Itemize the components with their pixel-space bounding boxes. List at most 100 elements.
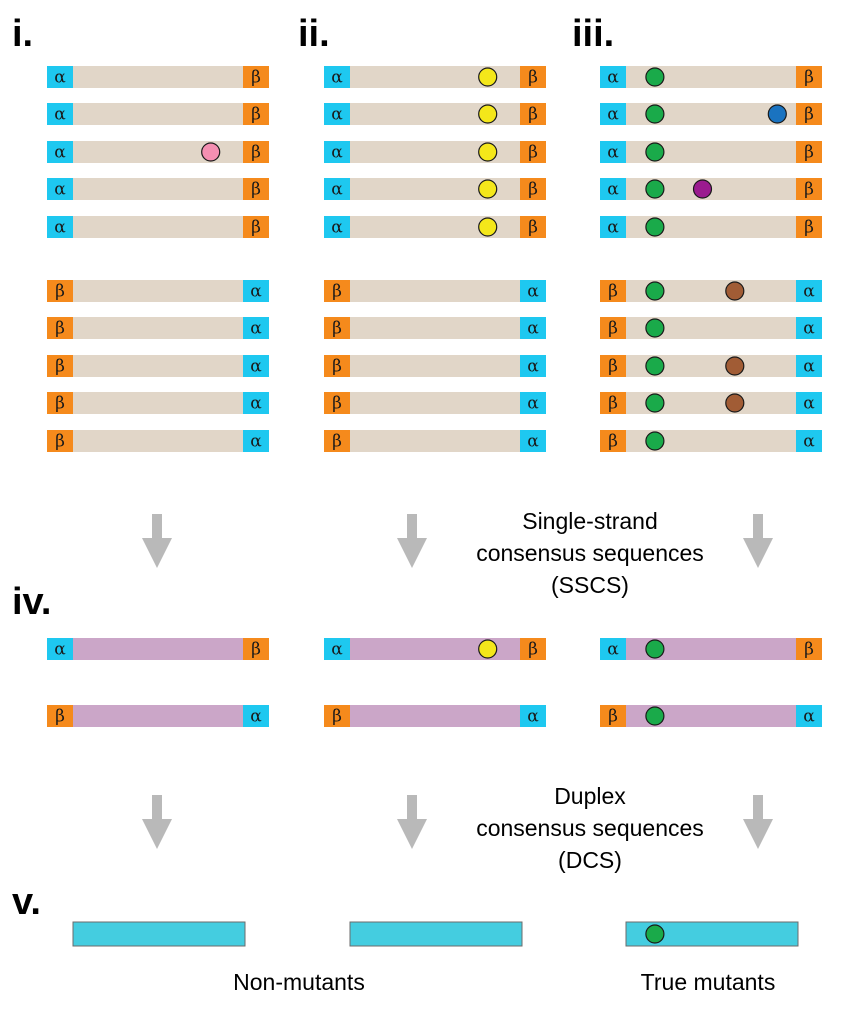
col-ii-bottom-read-3-beta-tag-left-text: β — [332, 357, 342, 377]
col-ii-top-read-2-alpha-tag-left-box — [324, 103, 350, 125]
col-i-top-read-1-body — [73, 66, 243, 88]
col-iii-top-read-2-beta-tag-right-box — [796, 103, 822, 125]
col-i-bottom-read-3-body — [73, 355, 243, 377]
col-ii-top-read-5-alpha-tag-left: α — [324, 216, 350, 238]
col-iii-top-read-2-beta-tag-right: β — [796, 103, 822, 125]
col-ii-sscs-top-alpha-tag-left-box — [324, 638, 350, 660]
col-i-top-read-2-beta-tag-right-box — [243, 103, 269, 125]
col-ii-bottom-read-1-beta-tag-left-box — [324, 280, 350, 302]
col-ii-top-read-1-beta-tag-right-text: β — [528, 68, 538, 88]
col-iii-top-read-4-alpha-tag-left-box — [600, 178, 626, 200]
col-i-bottom-read-1-beta-tag-left: β — [47, 280, 73, 302]
col-iii-sscs-top-beta-tag-right-text: β — [804, 640, 814, 660]
col-ii-top-read-4-mutation-1 — [478, 179, 498, 199]
col-i-top-read-3-beta-tag-right-text: β — [251, 143, 261, 163]
col-ii-top-read-1-alpha-tag-left-text: α — [331, 68, 343, 88]
col-i-bottom-read-5-alpha-tag-right-box — [243, 430, 269, 452]
panel-label-4: iv. — [12, 581, 51, 623]
col-i-sscs-bottom-beta-tag-left: β — [47, 705, 73, 727]
col-ii-sscs-top-alpha-tag-left-text: α — [331, 640, 343, 660]
col-iii-top-read-5-body — [626, 216, 796, 238]
col-ii-bottom-read-4-alpha-tag-right-box — [520, 392, 546, 414]
col-iii-bottom-read-1-beta-tag-left: β — [600, 280, 626, 302]
col-ii-bottom-read-4-alpha-tag-right-text: α — [527, 394, 539, 414]
col-iii-bottom-read-1-beta-tag-left-text: β — [608, 282, 618, 302]
col-i-bottom-read-1-alpha-tag-right: α — [243, 280, 269, 302]
col-ii-top-read-4-beta-tag-right-text: β — [528, 180, 538, 200]
col-ii-top-read-4-alpha-tag-left-text: α — [331, 180, 343, 200]
col-ii-top-read-4-alpha-tag-left-box — [324, 178, 350, 200]
col-ii-top-read-3-beta-tag-right: β — [520, 141, 546, 163]
col-iii-top-read-3-beta-tag-right: β — [796, 141, 822, 163]
col-i-sscs-top-beta-tag-right: β — [243, 638, 269, 660]
col-ii-bottom-read-3-alpha-tag-right-box — [520, 355, 546, 377]
col-ii-bottom-read-5-alpha-tag-right: α — [520, 430, 546, 452]
col-i-bottom-read-1-beta-tag-left-text: β — [55, 282, 65, 302]
col-iii-top-read-2-alpha-tag-left: α — [600, 103, 626, 125]
col-ii-bottom-read-3-beta-tag-left-box — [324, 355, 350, 377]
col-i-top-read-4-beta-tag-right-box — [243, 178, 269, 200]
col-i-bottom-read-5-beta-tag-left: β — [47, 430, 73, 452]
col-iii-sscs-bottom-beta-tag-left-text: β — [608, 707, 618, 727]
col-iii-top-read-4-beta-tag-right-text: β — [804, 180, 814, 200]
col-iii-bottom-read-3-body — [626, 355, 796, 377]
col-i-top-read-1-alpha-tag-left-text: α — [54, 68, 66, 88]
col-i-top-read-3-body — [73, 141, 243, 163]
col-i-sscs-top-alpha-tag-left: α — [47, 638, 73, 660]
col-iii-sscs-top-beta-tag-right: β — [796, 638, 822, 660]
col-i-bottom-read-4-body — [73, 392, 243, 414]
col-ii-bottom-read-4-body — [350, 392, 520, 414]
col-ii-top-read-3-mutation-1 — [478, 142, 498, 162]
col-iii-bottom-read-5-body — [626, 430, 796, 452]
col-ii-top-read-2-body — [350, 103, 520, 125]
col-iii-top-read-3-alpha-tag-left-box — [600, 141, 626, 163]
col-i-bottom-read-1-alpha-tag-right-box — [243, 280, 269, 302]
col-ii-top-read-4-body — [350, 178, 520, 200]
col-iii-bottom-read-4-mutation-2 — [725, 393, 745, 413]
col-ii-bottom-read-1-alpha-tag-right: α — [520, 280, 546, 302]
col-i-top-read-1-alpha-tag-left-box — [47, 66, 73, 88]
col-i-top-read-1-alpha-tag-left: α — [47, 66, 73, 88]
panel-label-3: iii. — [572, 13, 614, 55]
col-ii-bottom-read-3-alpha-tag-right: α — [520, 355, 546, 377]
col-i-bottom-read-3-beta-tag-left-box — [47, 355, 73, 377]
col-i-bottom-read-2-alpha-tag-right: α — [243, 317, 269, 339]
col-iii-top-read-2-mutation-2 — [767, 104, 787, 124]
col-iii-sscs-top-alpha-tag-left-text: α — [607, 640, 619, 660]
col-iii-bottom-read-2-alpha-tag-right-box — [796, 317, 822, 339]
col-i-top-read-1-beta-tag-right-text: β — [251, 68, 261, 88]
col-iii-top-read-2-alpha-tag-left-box — [600, 103, 626, 125]
col-ii-sscs-bottom-beta-tag-left-text: β — [332, 707, 342, 727]
col-ii-bottom-read-1-alpha-tag-right-text: α — [527, 282, 539, 302]
col-ii-top-read-1-beta-tag-right-box — [520, 66, 546, 88]
col-ii-sscs-top-alpha-tag-left: α — [324, 638, 350, 660]
col-ii-top-read-2-mutation-1 — [478, 104, 498, 124]
col-ii-sscs-bottom-alpha-tag-right-text: α — [527, 707, 539, 727]
col-i-bottom-read-4-alpha-tag-right-text: α — [250, 394, 262, 414]
col-ii-top-read-3-alpha-tag-left-box — [324, 141, 350, 163]
col-i-sscs-bottom-alpha-tag-right-box — [243, 705, 269, 727]
dcs-arrow-3 — [743, 795, 773, 849]
col-ii-bottom-read-1-body — [350, 280, 520, 302]
col-i-top-read-1-beta-tag-right: β — [243, 66, 269, 88]
col-ii-sscs-bottom-body — [350, 705, 520, 727]
col-iii-bottom-read-5-beta-tag-left-text: β — [608, 432, 618, 452]
col-iii-top-read-3-alpha-tag-left-text: α — [607, 143, 619, 163]
col-iii-top-read-1-alpha-tag-left: α — [600, 66, 626, 88]
col-ii-bottom-read-5-beta-tag-left-box — [324, 430, 350, 452]
col-i-sscs-bottom-beta-tag-left-box — [47, 705, 73, 727]
col-iii-bottom-read-2-beta-tag-left-text: β — [608, 319, 618, 339]
col-ii-top-read-2-alpha-tag-left-text: α — [331, 105, 343, 125]
sscs-arrow-3 — [743, 514, 773, 568]
sscs-arrow-1 — [142, 514, 172, 568]
col-i-bottom-read-3-alpha-tag-right-box — [243, 355, 269, 377]
col-ii-bottom-read-4-alpha-tag-right: α — [520, 392, 546, 414]
col-iii-top-read-4-mutation-1 — [645, 179, 665, 199]
col-ii-top-read-1-alpha-tag-left: α — [324, 66, 350, 88]
col-i-bottom-read-3-alpha-tag-right: α — [243, 355, 269, 377]
sscs-caption-line-2: consensus sequences — [476, 540, 704, 566]
col-iii-bottom-read-2-mutation-1 — [645, 318, 665, 338]
col-ii-sscs-top-beta-tag-right: β — [520, 638, 546, 660]
col-iii-sscs-top-alpha-tag-left-box — [600, 638, 626, 660]
